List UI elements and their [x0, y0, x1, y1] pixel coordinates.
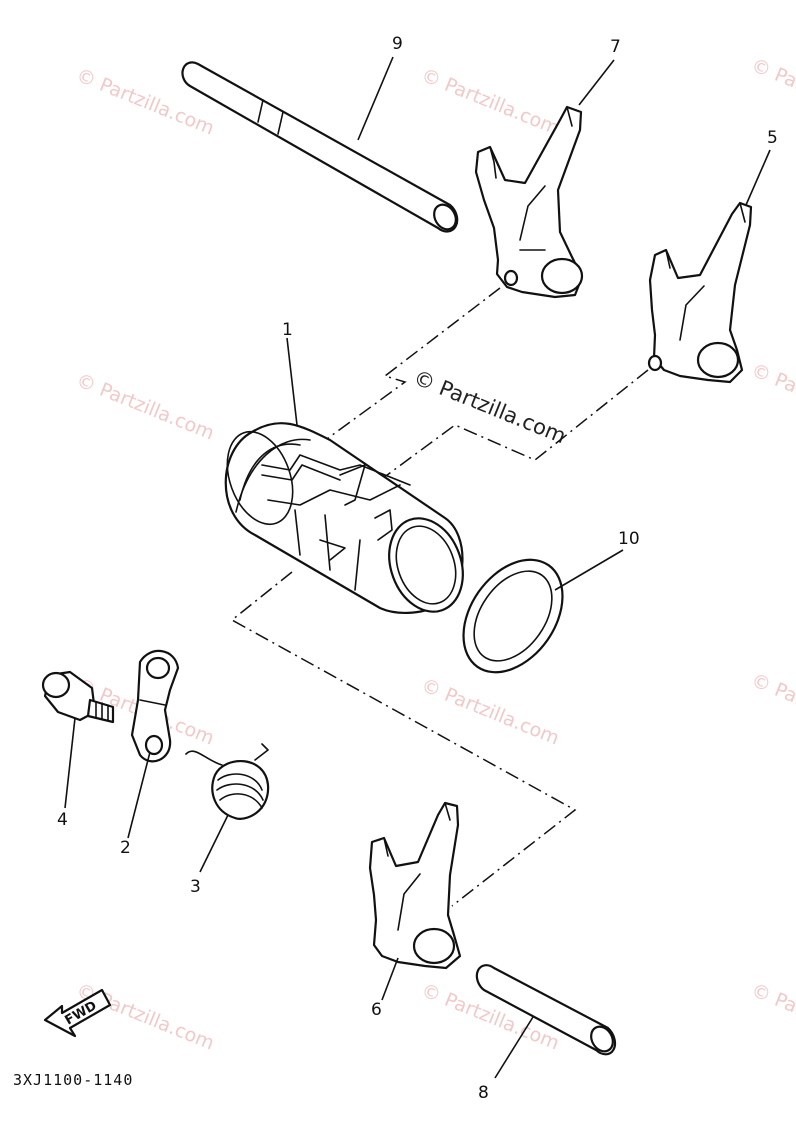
assembly-lines: [230, 287, 649, 907]
watermark-prominent: © Partzilla.com: [410, 365, 569, 448]
washer: [462, 558, 564, 674]
watermark: © Partzilla.com: [748, 54, 796, 129]
callout-8: 8: [478, 1083, 489, 1103]
callout-10: 10: [618, 529, 640, 549]
leader-lines: [64, 56, 771, 1079]
watermark: © Partzilla.com: [748, 359, 796, 434]
stopper-lever: [130, 649, 180, 763]
chain-line-fork-6: [230, 571, 577, 907]
chain-line-fork-5: [359, 369, 649, 496]
callout-9: 9: [392, 34, 403, 54]
callout-1: 1: [282, 320, 293, 340]
chain-line-fork-7: [297, 287, 501, 461]
torsion-spring: [185, 743, 270, 820]
shift-shaft: [181, 61, 459, 233]
watermark: © Partzilla.com: [418, 674, 562, 749]
callout-4: 4: [57, 810, 68, 830]
callouts: 9 7 5 1 10 4 2 3 6 8: [57, 34, 778, 1103]
callout-3: 3: [190, 877, 201, 897]
callout-6: 6: [371, 1000, 382, 1020]
shift-fork-5: [647, 201, 753, 384]
shift-fork-7: [474, 105, 584, 299]
watermark: © Partzilla.com: [73, 369, 217, 444]
callout-5: 5: [767, 128, 778, 148]
guide-bar: [475, 964, 617, 1056]
diagram-code: 3XJ1100-1140: [13, 1071, 133, 1089]
watermark: © Partzilla.com: [748, 669, 796, 744]
callout-2: 2: [120, 838, 131, 858]
watermark: © Partzilla.com: [73, 979, 217, 1054]
watermark: © Partzilla.com: [418, 64, 562, 139]
bolt: [41, 670, 115, 724]
callout-7: 7: [610, 37, 621, 57]
watermark: © Partzilla.com: [748, 979, 796, 1054]
shift-drum: [224, 422, 464, 614]
shift-fork-6: [368, 801, 462, 970]
